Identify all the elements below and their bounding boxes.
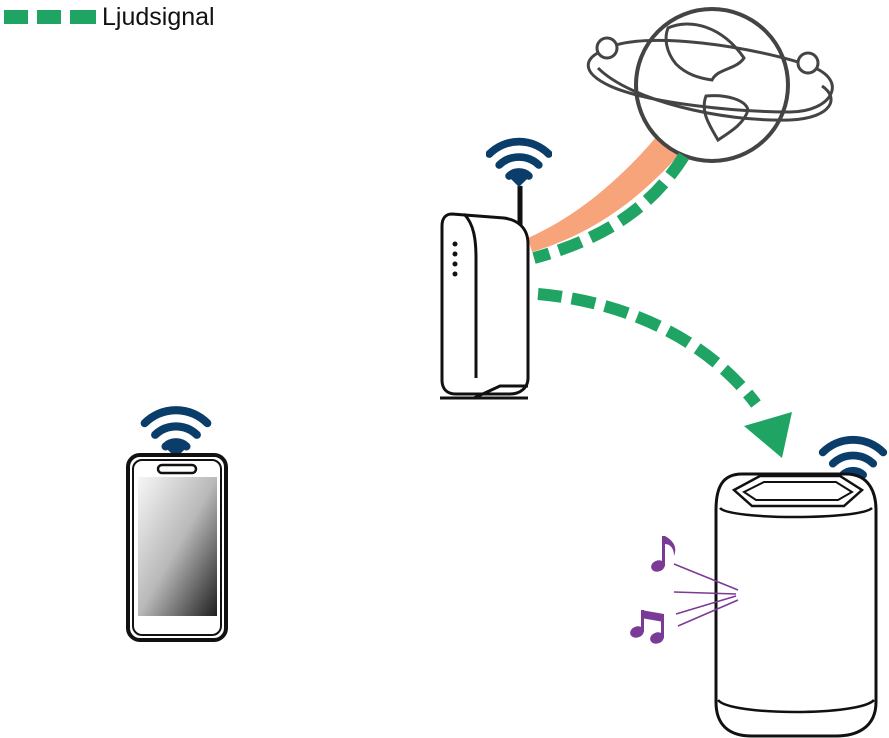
router-wifi-icon	[489, 142, 548, 187]
audio-signal-arrowhead	[744, 412, 792, 458]
music-note-icon	[630, 610, 664, 644]
audio-signal-internet	[532, 152, 690, 264]
legend-dashed-line	[4, 10, 96, 24]
speaker-icon	[714, 472, 878, 738]
audio-signal-to-speaker	[537, 288, 761, 408]
internet-link	[528, 130, 690, 252]
legend-label: Ljudsignal	[102, 3, 215, 31]
router-icon	[440, 186, 530, 400]
globe-icon	[586, 7, 834, 163]
smartphone-icon	[126, 453, 228, 642]
music-note-icon	[651, 536, 676, 572]
sound-lines	[673, 563, 739, 627]
legend: Ljudsignal	[4, 2, 215, 32]
smartphone-wifi-icon	[145, 410, 208, 458]
